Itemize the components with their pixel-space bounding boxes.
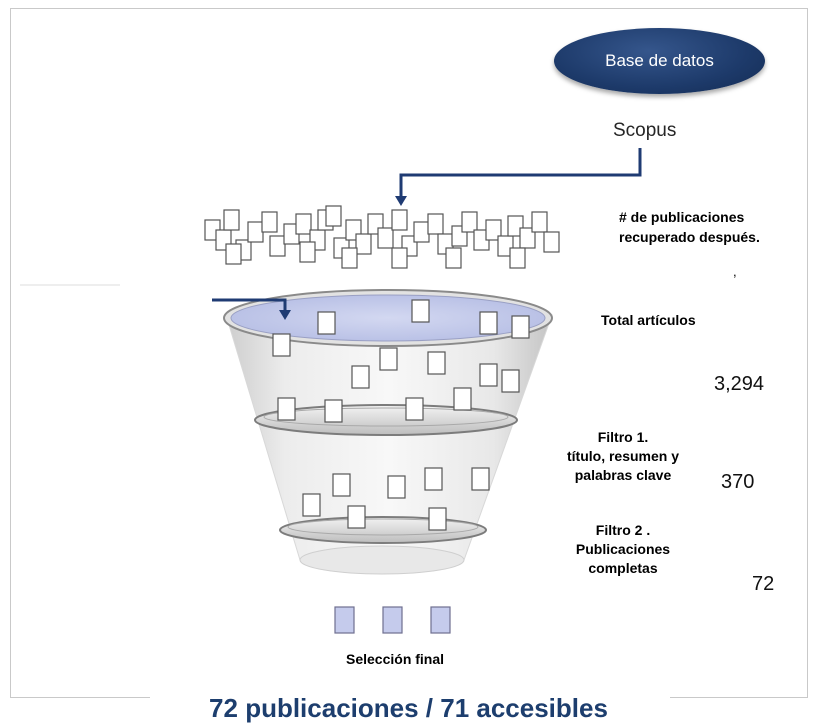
document-icon <box>379 347 398 371</box>
scopus-arrow <box>399 148 642 198</box>
summary-title: 72 publicaciones / 71 accesibles <box>209 693 608 723</box>
scopus-arrow-head <box>395 196 407 206</box>
final-doc-1 <box>334 606 355 634</box>
document-icon <box>461 211 478 233</box>
document-icon <box>428 507 447 531</box>
document-icon <box>295 213 312 235</box>
document-icon <box>261 211 278 233</box>
document-icon <box>247 221 264 243</box>
filter1-line-2: título, resumen y <box>566 448 680 464</box>
document-icon <box>225 243 242 265</box>
document-icon <box>507 215 524 237</box>
final-doc-2 <box>382 606 403 634</box>
retrieved-label: # de publicaciones recuperado después. <box>619 207 760 247</box>
filter1-value: 370 <box>721 471 755 493</box>
filter2-label: Filtro 2 . Publicaciones completas <box>563 521 683 578</box>
filter2-line-2: Publicaciones <box>575 541 671 557</box>
document-icon <box>302 493 321 517</box>
document-icon <box>405 397 424 421</box>
document-icon <box>387 475 406 499</box>
document-icon <box>377 227 394 249</box>
document-icon <box>411 299 430 323</box>
document-icon <box>531 211 548 233</box>
retrieved-line-1: # de publicaciones <box>619 209 745 225</box>
database-pill-label: Base de datos <box>605 51 714 70</box>
document-icon <box>351 365 370 389</box>
document-icon <box>453 387 472 411</box>
total-value: 3,294 <box>714 373 765 395</box>
document-icon <box>501 369 520 393</box>
document-icon <box>272 333 291 357</box>
document-icon <box>355 233 372 255</box>
filter1-line-3: palabras clave <box>574 467 672 483</box>
final-selection-docs <box>334 606 451 634</box>
frame-gap <box>150 690 670 714</box>
document-icon <box>427 351 446 375</box>
document-icon <box>424 467 443 491</box>
document-icon <box>485 219 502 241</box>
tick-mark: , <box>733 264 737 279</box>
funnel-arrow-head <box>279 310 291 320</box>
document-icon <box>332 473 351 497</box>
final-selection-label: Selección final <box>346 651 445 667</box>
filter1-label: Filtro 1. título, resumen y palabras cla… <box>556 428 690 485</box>
document-icon <box>479 363 498 387</box>
document-icon <box>269 235 286 257</box>
document-icon <box>509 247 526 269</box>
filter1-line-1: Filtro 1. <box>597 429 649 445</box>
document-icon <box>479 311 498 335</box>
document-icon <box>317 311 336 335</box>
funnel-top-surface <box>230 294 546 342</box>
retrieved-line-2: recuperado después. <box>619 229 760 245</box>
document-icon <box>325 205 342 227</box>
funnel-bottom <box>299 545 465 575</box>
document-icon <box>223 209 240 231</box>
document-icon <box>543 231 560 253</box>
document-icon <box>391 247 408 269</box>
filter-ring-1 <box>254 404 518 436</box>
funnel-arrow <box>212 298 287 312</box>
document-icon <box>427 213 444 235</box>
document-icon <box>324 399 343 423</box>
filter-ring-2 <box>279 516 487 544</box>
final-doc-3 <box>430 606 451 634</box>
document-icon <box>277 397 296 421</box>
source-name: Scopus <box>613 120 677 141</box>
document-icon <box>445 247 462 269</box>
database-pill: Base de datos <box>554 28 765 94</box>
document-icon <box>511 315 530 339</box>
document-icon <box>497 235 514 257</box>
document-icon <box>347 505 366 529</box>
document-icon <box>471 467 490 491</box>
document-icon <box>391 209 408 231</box>
filter2-value: 72 <box>752 573 775 595</box>
total-title: Total artículos <box>601 312 696 328</box>
document-icon <box>341 247 358 269</box>
document-icon <box>519 227 536 249</box>
document-icon <box>413 221 430 243</box>
filter2-line-3: completas <box>588 560 658 576</box>
filter2-line-1: Filtro 2 . <box>595 522 651 538</box>
document-icons <box>204 205 560 531</box>
document-icon <box>299 241 316 263</box>
